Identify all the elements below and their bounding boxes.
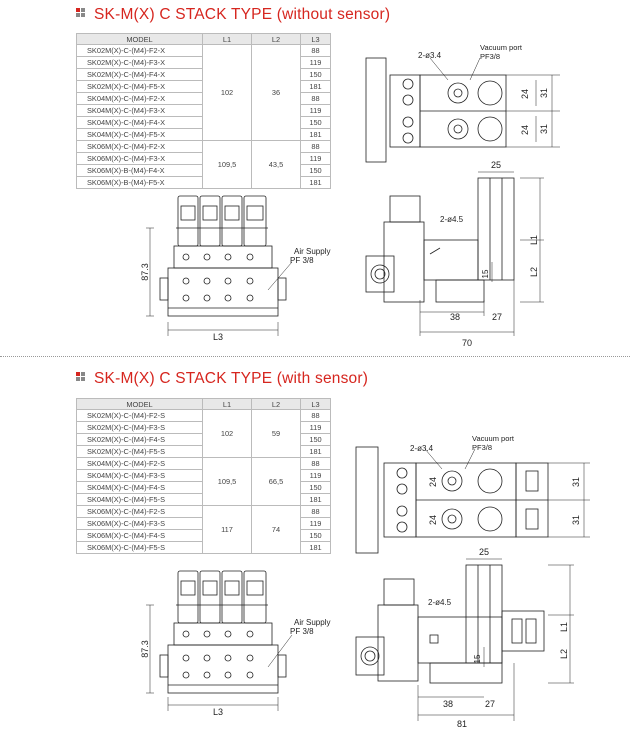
table-header-row: MODEL L1 L2 L3 <box>76 398 331 410</box>
side-15-label: 15 <box>481 269 490 278</box>
l3-cell: 88 <box>300 92 331 105</box>
pitch-a-label: 24 <box>428 477 438 487</box>
side-15-label: 15 <box>473 654 482 663</box>
front-height-label: 87.3 <box>140 640 150 658</box>
front-width-label: L3 <box>213 707 223 717</box>
side-27-label: 27 <box>492 312 502 322</box>
col-l3: L3 <box>300 398 331 410</box>
section2-title: SK-M(X) C STACK TYPE (with sensor) <box>76 370 368 388</box>
side-27-label: 27 <box>485 699 495 709</box>
vacuum-port-label: Vacuum port <box>472 434 515 443</box>
front-height-label: 87.3 <box>140 263 150 281</box>
l2-cell: 59 <box>251 409 301 458</box>
table-row: SK06M(X)-B-(M4)-F5-X 181 <box>76 176 331 189</box>
l2-cell: 74 <box>251 505 301 554</box>
section2-drawings: 87.3 Air Supply PF 3/8 L3 2-ø3.4 Vacuum … <box>140 434 590 729</box>
col-l3: L3 <box>300 33 331 45</box>
side-38-label: 38 <box>443 699 453 709</box>
side-hole-label: 2-ø4.5 <box>440 215 464 224</box>
pitch-a-label: 24 <box>520 89 530 99</box>
front-view-drawing <box>146 570 293 711</box>
top-hole-label: 2-ø3.4 <box>418 51 442 60</box>
l3-cell: 119 <box>300 517 331 530</box>
side-38-label: 38 <box>450 312 460 322</box>
air-supply-pf-label: PF 3/8 <box>290 627 314 636</box>
top-view-drawing <box>355 446 590 554</box>
model-cell: SK06M(X)-C-(M4)-F5-S <box>76 541 203 554</box>
model-cell: SK06M(X)-B-(M4)-F5-X <box>76 176 203 189</box>
side-view-drawing <box>365 171 544 336</box>
side-view-drawing <box>355 558 574 721</box>
side-hole-label: 2-ø4.5 <box>428 598 452 607</box>
square-bullet-icon <box>76 8 85 18</box>
air-supply-label: Air Supply <box>294 618 330 627</box>
vacuum-port-label: Vacuum port <box>480 43 523 52</box>
side-total-label: 70 <box>462 338 472 348</box>
side-l1-label: L1 <box>529 235 539 245</box>
section1-title: SK-M(X) C STACK TYPE (without sensor) <box>76 6 390 24</box>
air-supply-label: Air Supply <box>294 247 330 256</box>
pitch-a2-label: 24 <box>520 125 530 135</box>
top-hole-label: 2-ø3.4 <box>410 444 434 453</box>
side-top-dim: 25 <box>491 160 501 170</box>
l3-cell: 181 <box>300 176 331 189</box>
pitch-b2-label: 31 <box>571 515 581 525</box>
air-supply-pf-label: PF 3/8 <box>290 256 314 265</box>
l3-cell: 181 <box>300 541 331 554</box>
l1-cell: 109,5 <box>202 457 252 506</box>
side-top-dim: 25 <box>479 547 489 557</box>
pitch-b-label: 31 <box>571 477 581 487</box>
side-total-label: 81 <box>457 719 467 729</box>
front-width-label: L3 <box>213 332 223 342</box>
pitch-b-label: 31 <box>539 88 549 98</box>
side-l1-label: L1 <box>559 622 569 632</box>
l1-cell: 117 <box>202 505 252 554</box>
vacuum-port-pf-label: PF3/8 <box>472 443 492 452</box>
l3-cell: 88 <box>300 409 331 422</box>
top-view-drawing <box>365 57 560 163</box>
vacuum-port-pf-label: PF3/8 <box>480 52 500 61</box>
front-view-drawing <box>146 195 293 336</box>
table-header-row: MODEL L1 L2 L3 <box>76 33 331 45</box>
pitch-b2-label: 31 <box>539 124 549 134</box>
side-l2-label: L2 <box>529 267 539 277</box>
pitch-a2-label: 24 <box>428 515 438 525</box>
square-bullet-icon <box>76 372 85 382</box>
side-l2-label: L2 <box>559 649 569 659</box>
table-row: SK06M(X)-C-(M4)-F5-S 181 <box>76 541 331 554</box>
section1-drawings: 87.3 Air Supply PF 3/8 L3 2-ø3.4 Vacuum … <box>140 43 560 348</box>
section-divider <box>0 356 630 357</box>
